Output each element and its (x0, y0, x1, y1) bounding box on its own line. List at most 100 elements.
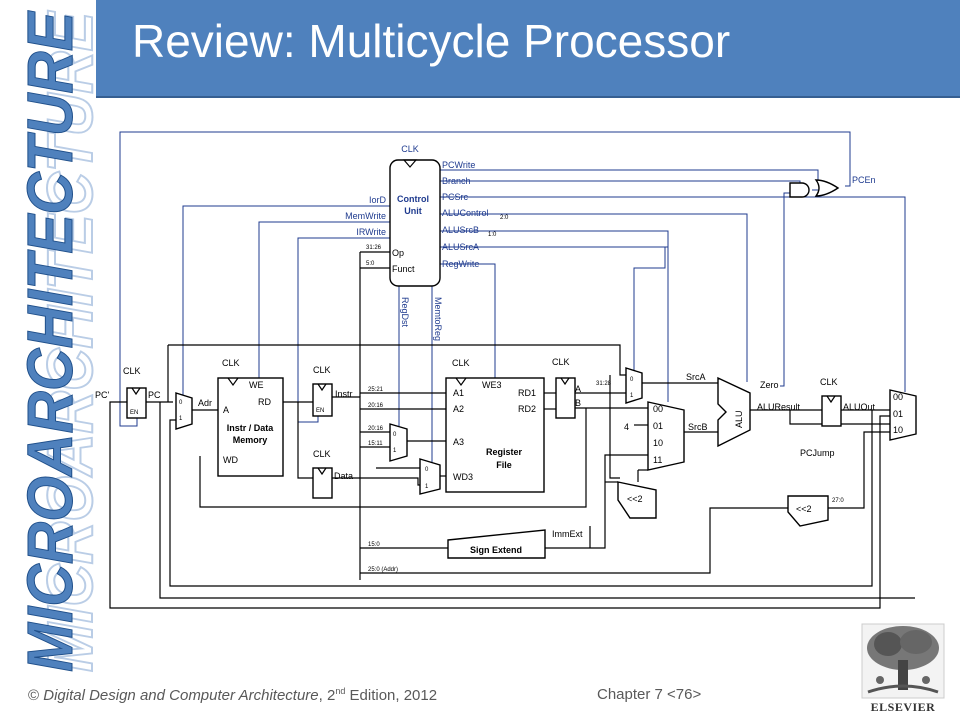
svg-text:Data: Data (334, 471, 353, 481)
signal-regwrite: RegWrite (442, 259, 479, 269)
footer-book-title: Digital Design and Computer Architecture (43, 687, 319, 704)
signal-memwrite: MemWrite (345, 211, 386, 221)
control-funct: Funct (392, 264, 415, 274)
svg-text:A1: A1 (453, 388, 464, 398)
svg-text:4: 4 (624, 422, 629, 432)
signal-alusrca: ALUSrcA (442, 242, 479, 252)
svg-text:CLK: CLK (820, 377, 838, 387)
svg-text:CLK: CLK (222, 358, 240, 368)
svg-text:Adr: Adr (198, 398, 212, 408)
footer-edition-rest: Edition, 2012 (345, 687, 438, 704)
svg-text:CLK: CLK (313, 449, 331, 459)
alusrcb-bits: 1:0 (488, 232, 497, 238)
svg-text:0: 0 (425, 467, 429, 473)
register-file: CLK WE3 A1 A2 A3 WD3 RD1 RD2 Register Fi… (445, 358, 545, 493)
signal-alusrcb: ALUSrcB (442, 225, 479, 235)
svg-text:10: 10 (653, 438, 663, 448)
svg-text:20:16: 20:16 (368, 426, 384, 432)
banner-text: MICROARCHITECTURE (14, 10, 86, 672)
svg-text:ALU: ALU (734, 410, 744, 428)
svg-text:01: 01 (653, 421, 663, 431)
footer-copyright: © (28, 687, 40, 704)
shift-left-imm: <<2 (617, 481, 657, 519)
svg-text:0: 0 (630, 377, 634, 383)
adr-mux: 0 1 Adr (175, 392, 212, 430)
footer-chapter: Chapter 7 <76> (597, 686, 702, 703)
signal-regdst: RegDst (400, 297, 410, 328)
footer-edition-num: , 2 (318, 687, 336, 704)
footer-citation: © Digital Design and Computer Architectu… (28, 686, 437, 704)
svg-text:WD3: WD3 (453, 472, 473, 482)
side-banner: MICROARCHITECTURE MICROARCHITECTURE (0, 0, 97, 690)
svg-text:A2: A2 (453, 404, 464, 414)
srca-mux: 0 1 SrcA (625, 367, 706, 404)
svg-text:RD1: RD1 (518, 388, 536, 398)
svg-text:RD: RD (258, 397, 271, 407)
svg-text:1: 1 (630, 393, 634, 399)
signal-pcwrite: PCWrite (442, 160, 475, 170)
svg-text:0: 0 (393, 432, 397, 438)
pc-prime-label: PC' (95, 390, 110, 400)
data-wires (109, 251, 915, 609)
control-clk: CLK (401, 144, 419, 154)
svg-text:Sign Extend: Sign Extend (470, 545, 522, 555)
svg-text:1: 1 (393, 448, 397, 454)
svg-text:A3: A3 (453, 437, 464, 447)
svg-text:WE: WE (249, 380, 264, 390)
control-wires (119, 131, 906, 462)
svg-text:File: File (496, 460, 512, 470)
signal-irwrite: IRWrite (356, 227, 386, 237)
pcen-logic: PCEn (789, 175, 876, 198)
ab-registers: CLK A B (552, 357, 581, 419)
signal-alucontrol: ALUControl (442, 208, 489, 218)
svg-text:Instr / Data: Instr / Data (227, 423, 275, 433)
svg-text:RD2: RD2 (518, 404, 536, 414)
signal-pcen: PCEn (852, 175, 876, 185)
signal-pcsrc: PCSrc (442, 192, 469, 202)
alu: ALU Zero ALUResult (717, 376, 801, 448)
instr-data-memory: CLK WE A RD WD Instr / Data Memory (217, 358, 284, 477)
svg-text:<<2: <<2 (796, 504, 812, 514)
svg-text:0: 0 (179, 400, 183, 406)
svg-text:<<2: <<2 (627, 494, 643, 504)
svg-text:15:11: 15:11 (368, 441, 383, 447)
control-op: Op (392, 248, 404, 258)
a3-mux: 0 1 (389, 423, 408, 462)
pcjump-label: PCJump (800, 448, 835, 458)
svg-text:15:0: 15:0 (368, 542, 380, 548)
svg-text:25:0 (Addr): 25:0 (Addr) (368, 567, 398, 573)
svg-text:CLK: CLK (552, 357, 570, 367)
alucontrol-bits: 2:0 (500, 215, 509, 221)
svg-text:00: 00 (893, 392, 903, 402)
svg-text:CLK: CLK (313, 365, 331, 375)
svg-text:B: B (575, 398, 581, 408)
title-bar: Review: Multicycle Processor (96, 0, 960, 98)
banner-text-ghost: MICROARCHITECTURE (34, 10, 96, 672)
svg-text:Memory: Memory (233, 435, 268, 445)
svg-text:01: 01 (893, 409, 903, 419)
svg-text:27:0: 27:0 (832, 498, 844, 504)
or-gate-icon (814, 179, 840, 197)
signal-iord: IorD (369, 195, 387, 205)
svg-text:SrcB: SrcB (688, 422, 708, 432)
svg-text:ALUOut: ALUOut (843, 402, 876, 412)
instruction-register: CLK EN Instr (312, 365, 353, 417)
signal-branch: Branch (442, 176, 471, 186)
control-unit-label-1: Control (397, 194, 429, 204)
tree-logo-icon (861, 623, 945, 699)
data-register: CLK Data (312, 449, 353, 499)
svg-text:A: A (575, 384, 581, 394)
pc-en: EN (130, 410, 138, 416)
pc-clk: CLK (123, 366, 141, 376)
publisher-logo: ELSEVIER (858, 620, 948, 715)
svg-text:A: A (223, 405, 229, 415)
control-unit: CLK Control Unit Op Funct 31:26 5:0 PCWr… (345, 144, 509, 341)
svg-text:Instr: Instr (335, 389, 353, 399)
svg-text:EN: EN (316, 408, 324, 414)
svg-text:WE3: WE3 (482, 380, 502, 390)
page-title: Review: Multicycle Processor (132, 15, 731, 67)
svg-text:ALUResult: ALUResult (757, 402, 801, 412)
svg-text:10: 10 (893, 425, 903, 435)
svg-text:31:28: 31:28 (596, 381, 612, 387)
